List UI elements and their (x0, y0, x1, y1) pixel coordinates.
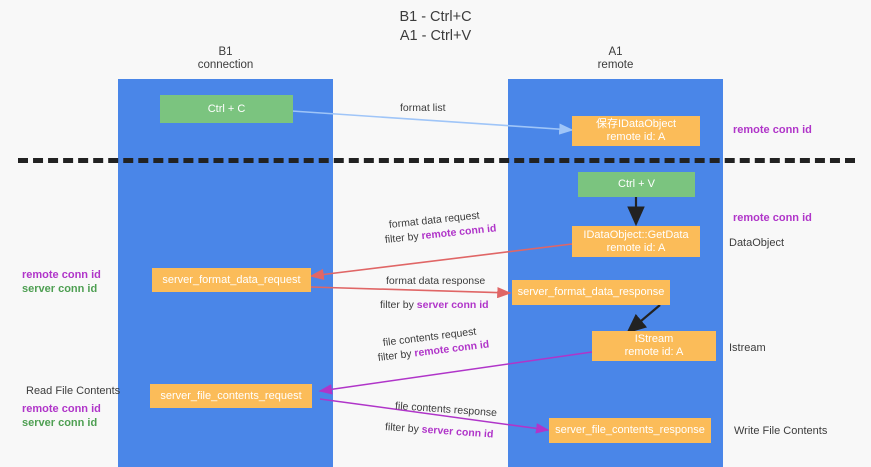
node-istream-title: IStream (634, 333, 674, 345)
column-header-b1: B1 connection (118, 46, 333, 72)
node-istream[interactable]: IStream remote id: A (592, 331, 716, 361)
node-server-file-contents-request-label: server_file_contents_request (160, 389, 302, 402)
label-left-read-file-contents: Read File Contents (26, 385, 121, 397)
label-right-istream: Istream (729, 342, 766, 354)
label-left-remote-conn-id-1: remote conn id (22, 269, 101, 281)
node-save-idataobject[interactable]: 保存IDataObject remote id: A (572, 116, 700, 146)
edge-label-format-data-response-filter: filter by server conn id (380, 299, 489, 312)
node-server-file-contents-response-label: server_file_contents_response (555, 424, 705, 436)
title-line-2: A1 - Ctrl+V (399, 28, 472, 44)
node-server-file-contents-response[interactable]: server_file_contents_response (549, 418, 711, 443)
node-ctrl-c[interactable]: Ctrl + C (160, 95, 293, 123)
label-right-remote-conn-id-mid: remote conn id (733, 212, 812, 224)
edge-label-format-list: format list (400, 102, 446, 114)
label-left-server-conn-id-1: server conn id (22, 283, 98, 295)
node-ctrl-v[interactable]: Ctrl + V (578, 172, 695, 197)
edge-label-file-contents-response: file contents response (394, 400, 498, 420)
node-ctrl-v-label: Ctrl + V (618, 178, 655, 190)
node-idataobject-getdata[interactable]: IDataObject::GetData remote id: A (572, 226, 700, 257)
filter-key: server conn id (416, 299, 489, 311)
diagram-title: B1 - Ctrl+C A1 - Ctrl+V (0, 8, 871, 46)
filter-key: server conn id (421, 423, 494, 441)
phase-divider (18, 158, 855, 163)
node-getdata-subtitle: remote id: A (606, 241, 666, 254)
edge-label-file-contents-response-filter: filter by server conn id (385, 421, 494, 442)
title-line-1: B1 - Ctrl+C (399, 9, 472, 25)
node-server-format-data-response-label: server_format_data_response (517, 286, 665, 298)
column-header-a1: A1 remote (508, 46, 723, 72)
column-b1-name: B1 (218, 46, 233, 58)
column-a1-name: A1 (608, 46, 623, 58)
column-a1-role: remote (597, 59, 634, 71)
filter-prefix: filter by (380, 299, 417, 311)
label-left-remote-conn-id-2: remote conn id (22, 403, 101, 415)
node-server-file-contents-request[interactable]: server_file_contents_request (150, 384, 312, 408)
node-getdata-title: IDataObject::GetData (583, 228, 689, 241)
label-left-server-conn-id-2: server conn id (22, 417, 98, 429)
node-server-format-data-response[interactable]: server_format_data_response (512, 280, 670, 305)
column-b1-role: connection (197, 59, 254, 71)
filter-prefix: filter by (384, 230, 423, 246)
label-right-write-file-contents: Write File Contents (734, 425, 828, 437)
node-server-format-data-request-label: server_format_data_request (162, 273, 301, 286)
node-istream-subtitle: remote id: A (624, 346, 684, 358)
node-save-idataobject-subtitle: remote id: A (606, 131, 666, 143)
label-right-remote-conn-id-top: remote conn id (733, 124, 812, 136)
label-right-dataobject: DataObject (729, 237, 785, 249)
node-ctrl-c-label: Ctrl + C (207, 102, 246, 115)
node-save-idataobject-title: 保存IDataObject (595, 118, 677, 130)
node-server-format-data-request[interactable]: server_format_data_request (152, 268, 311, 292)
edge-label-format-data-response: format data response (386, 275, 486, 287)
filter-prefix: filter by (384, 421, 423, 436)
